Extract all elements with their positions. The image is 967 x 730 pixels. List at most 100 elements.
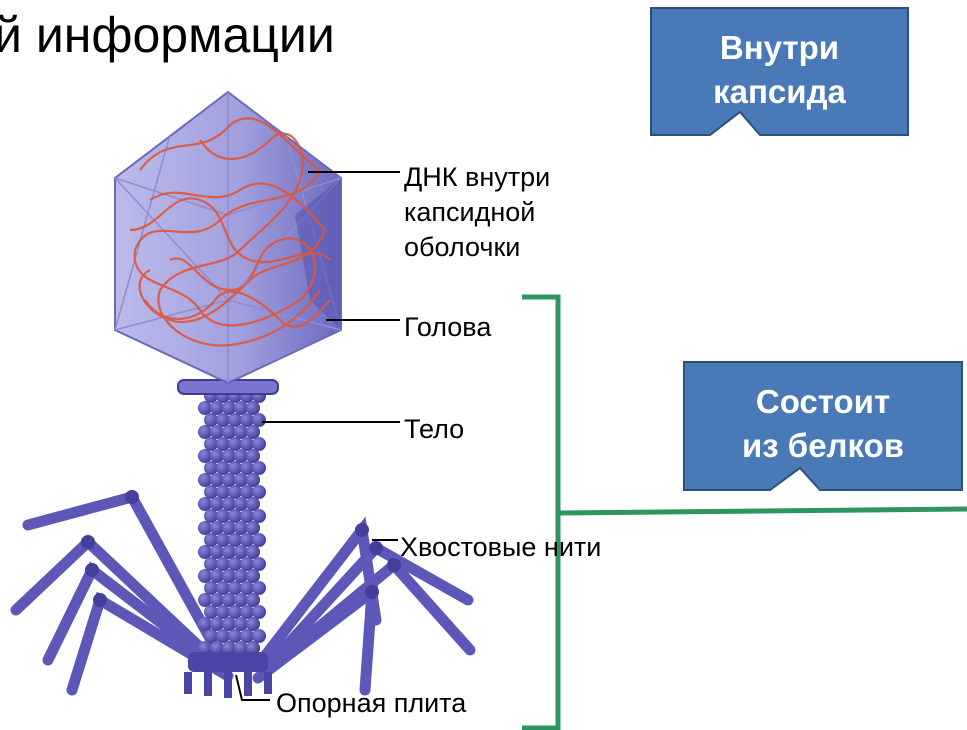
label-base-plate: Опорная плита	[276, 686, 466, 721]
tail-sheath-bead	[234, 617, 248, 631]
tail-sheath-bead	[228, 509, 242, 523]
tail-sheath-bead	[222, 617, 236, 631]
tail-sheath-bead	[222, 425, 236, 439]
callout-proteins-line2: из белков	[684, 424, 962, 468]
label-dna-line1: ДНК внутри	[404, 160, 550, 195]
tail-sheath-bead	[216, 485, 230, 499]
tail-sheath-bead	[222, 401, 236, 415]
tail-sheath-bead	[234, 521, 248, 535]
tail-sheath-bead	[222, 521, 236, 535]
tail-sheath-bead	[240, 413, 254, 427]
tail-sheath-bead	[246, 545, 260, 559]
tail-sheath-bead	[234, 569, 248, 583]
tail-sheath-bead	[222, 449, 236, 463]
tail-sheath-bead	[198, 617, 212, 631]
tail-sheath-bead	[252, 581, 266, 595]
tail-sheath-bead	[246, 617, 260, 631]
label-head: Голова	[404, 310, 491, 345]
tail-sheath-bead	[228, 629, 242, 643]
tail-sheath-bead	[198, 593, 212, 607]
tail-sheath-bead	[240, 605, 254, 619]
tail-sheath-bead	[240, 485, 254, 499]
tail-sheath-bead	[252, 413, 266, 427]
tail-sheath-bead	[252, 509, 266, 523]
tail-sheath-bead	[222, 569, 236, 583]
callout-proteins-line1: Состоит	[684, 380, 962, 424]
tail-sheath-bead	[252, 533, 266, 547]
tail-sheath-bead	[228, 461, 242, 475]
tail-sheath-bead	[228, 581, 242, 595]
tail-sheath-bead	[210, 569, 224, 583]
tail-sheath-bead	[210, 449, 224, 463]
tail-sheath-bead	[204, 557, 218, 571]
tail-sheath-bead	[216, 629, 230, 643]
tail-sheath-bead	[246, 521, 260, 535]
tail-sheath-bead	[246, 449, 260, 463]
tail-sheath-bead	[234, 425, 248, 439]
tail-sheath-bead	[222, 545, 236, 559]
tail-sheath-bead	[222, 593, 236, 607]
tail-sheath-bead	[240, 557, 254, 571]
tail-sheath-bead	[252, 485, 266, 499]
tail-sheath-bead	[234, 401, 248, 415]
label-dna-line2: капсидной	[404, 195, 550, 230]
tail-sheath-bead	[204, 533, 218, 547]
tail-sheath-bead	[216, 461, 230, 475]
tail-sheath-bead	[204, 413, 218, 427]
tail-sheath-bead	[216, 557, 230, 571]
tail-sheath-bead	[210, 521, 224, 535]
tail-sheath-bead	[228, 533, 242, 547]
callout-inside-line1: Внутри	[651, 26, 908, 70]
tail-sheath-bead	[210, 617, 224, 631]
tail-sheath-bead	[222, 473, 236, 487]
callout-proteins-text: Состоит из белков	[684, 380, 962, 468]
tail-sheath-bead	[246, 401, 260, 415]
tail-sheath-bead	[252, 437, 266, 451]
tail-sheath-bead	[246, 473, 260, 487]
tail-sheath-bead	[234, 497, 248, 511]
tail-sheath-bead	[246, 497, 260, 511]
tail-sheath-bead	[240, 581, 254, 595]
tail-sheath-bead	[228, 437, 242, 451]
tail-sheath	[198, 389, 266, 655]
tail-sheath-bead	[246, 569, 260, 583]
tail-sheath-bead	[210, 545, 224, 559]
tail-sheath-bead	[198, 449, 212, 463]
tail-sheath-bead	[216, 605, 230, 619]
tail-sheath-bead	[234, 473, 248, 487]
tail-sheath-bead	[246, 425, 260, 439]
tail-sheath-bead	[204, 629, 218, 643]
tail-sheath-bead	[198, 401, 212, 415]
tail-sheath-bead	[198, 545, 212, 559]
tail-sheath-bead	[204, 437, 218, 451]
tail-sheath-bead	[216, 437, 230, 451]
tail-sheath-bead	[198, 497, 212, 511]
tail-sheath-bead	[252, 605, 266, 619]
label-tail-fibers: Хвостовые нити	[400, 530, 601, 565]
tail-sheath-bead	[252, 461, 266, 475]
tail-sheath-bead	[204, 461, 218, 475]
tail-sheath-bead	[198, 569, 212, 583]
tail-sheath-bead	[204, 485, 218, 499]
tail-sheath-bead	[240, 461, 254, 475]
tail-sheath-bead	[216, 581, 230, 595]
tail-sheath-bead	[228, 557, 242, 571]
label-dna-line3: оболочки	[404, 230, 550, 265]
tail-sheath-bead	[198, 473, 212, 487]
tail-sheath-bead	[228, 413, 242, 427]
tail-sheath-bead	[222, 497, 236, 511]
tail-sheath-bead	[210, 473, 224, 487]
tail-sheath-bead	[234, 449, 248, 463]
tail-sheath-bead	[240, 629, 254, 643]
tail-sheath-bead	[198, 521, 212, 535]
tail-sheath-bead	[246, 593, 260, 607]
tail-sheath-bead	[240, 437, 254, 451]
tail-sheath-bead	[216, 509, 230, 523]
tail-sheath-bead	[240, 533, 254, 547]
tail-sheath-bead	[234, 545, 248, 559]
tail-sheath-bead	[228, 485, 242, 499]
tail-sheath-bead	[252, 629, 266, 643]
tail-sheath-bead	[204, 605, 218, 619]
tail-sheath-bead	[216, 413, 230, 427]
tail-sheath-bead	[228, 605, 242, 619]
